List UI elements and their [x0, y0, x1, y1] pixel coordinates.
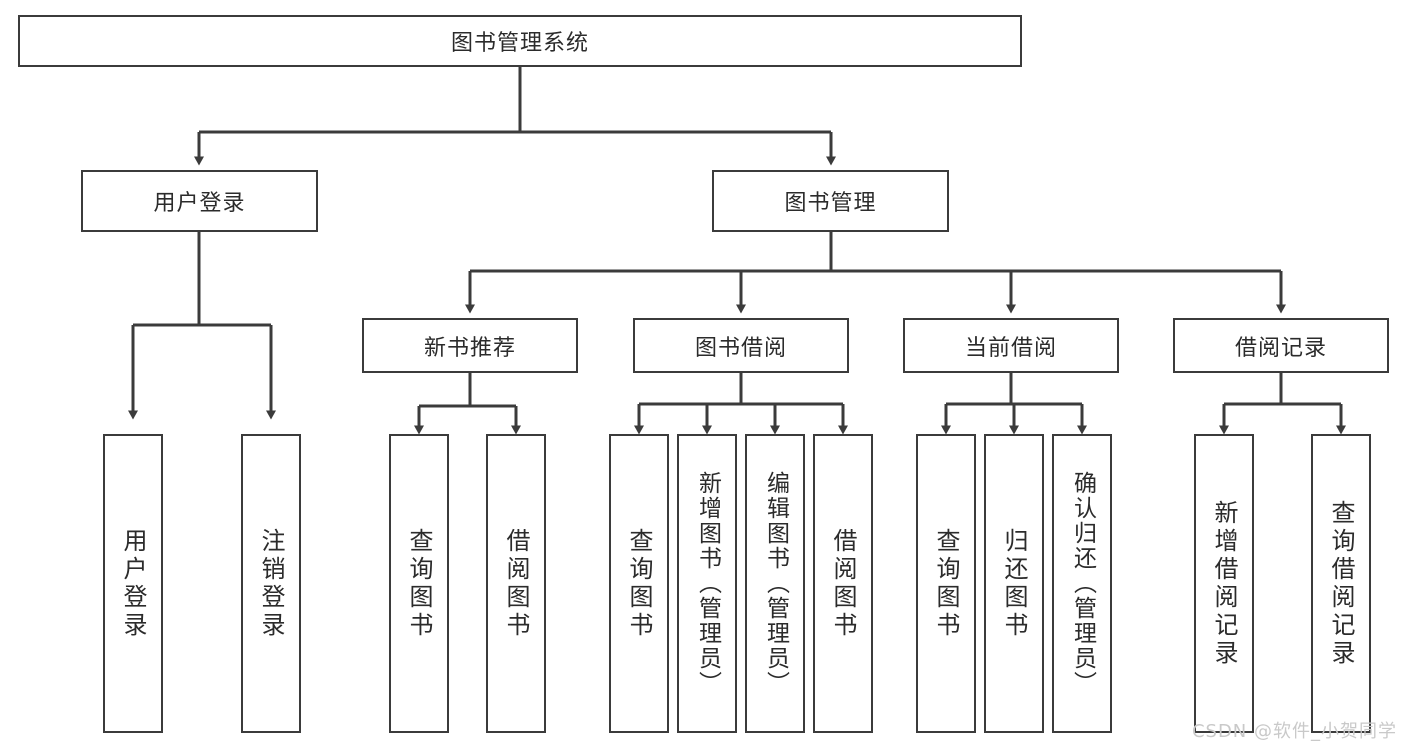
leaf-user-login-login[interactable]: 用户登录 — [103, 434, 163, 733]
node-book-management[interactable]: 图书管理 — [712, 170, 949, 232]
node-book-borrow[interactable]: 图书借阅 — [633, 318, 849, 373]
leaf-current-borrow-return-book[interactable]: 归还图书 — [984, 434, 1044, 733]
leaf-new-book-borrow-book[interactable]: 借阅图书 — [486, 434, 546, 733]
leaf-book-borrow-query-book[interactable]: 查询图书 — [609, 434, 669, 733]
leaf-new-book-query-book[interactable]: 查询图书 — [389, 434, 449, 733]
node-user-login[interactable]: 用户登录 — [81, 170, 318, 232]
leaf-borrow-record-add-record[interactable]: 新增借阅记录 — [1194, 434, 1254, 733]
leaf-current-borrow-query-book[interactable]: 查询图书 — [916, 434, 976, 733]
leaf-user-login-logout[interactable]: 注销登录 — [241, 434, 301, 733]
leaf-current-borrow-confirm-return-admin[interactable]: 确认归还（管理员） — [1052, 434, 1112, 733]
leaf-book-borrow-borrow-book[interactable]: 借阅图书 — [813, 434, 873, 733]
leaf-book-borrow-edit-book-admin[interactable]: 编辑图书（管理员） — [745, 434, 805, 733]
node-root-library-system[interactable]: 图书管理系统 — [18, 15, 1022, 67]
node-borrow-record[interactable]: 借阅记录 — [1173, 318, 1389, 373]
leaf-borrow-record-query-record[interactable]: 查询借阅记录 — [1311, 434, 1371, 733]
node-new-book-recommend[interactable]: 新书推荐 — [362, 318, 578, 373]
leaf-book-borrow-add-book-admin[interactable]: 新增图书（管理员） — [677, 434, 737, 733]
node-current-borrow[interactable]: 当前借阅 — [903, 318, 1119, 373]
